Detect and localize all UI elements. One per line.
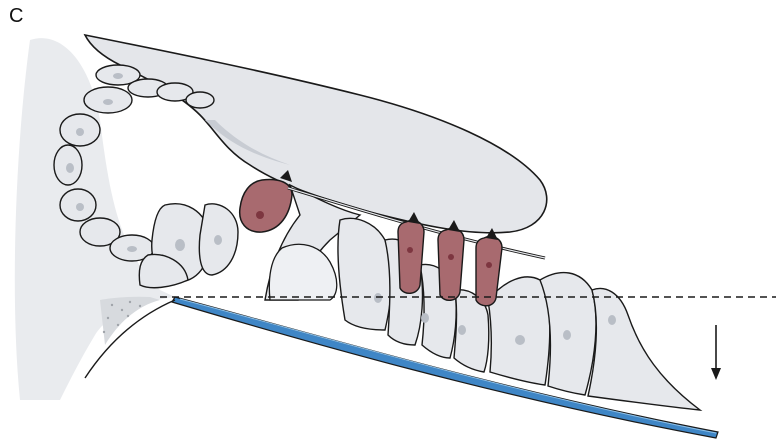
bone-texture <box>100 297 160 345</box>
inner-hair-cell <box>240 180 292 233</box>
outer-hair-cell <box>438 228 464 300</box>
panel-label: C <box>9 5 23 28</box>
outer-supporting-cells <box>338 218 700 410</box>
tunnel-of-corti <box>269 244 336 300</box>
inner-hair-cell-nucleus <box>256 211 264 219</box>
down-arrow-icon <box>711 325 721 380</box>
outer-hair-cell <box>398 220 424 293</box>
inner-supporting-cells <box>139 204 238 288</box>
